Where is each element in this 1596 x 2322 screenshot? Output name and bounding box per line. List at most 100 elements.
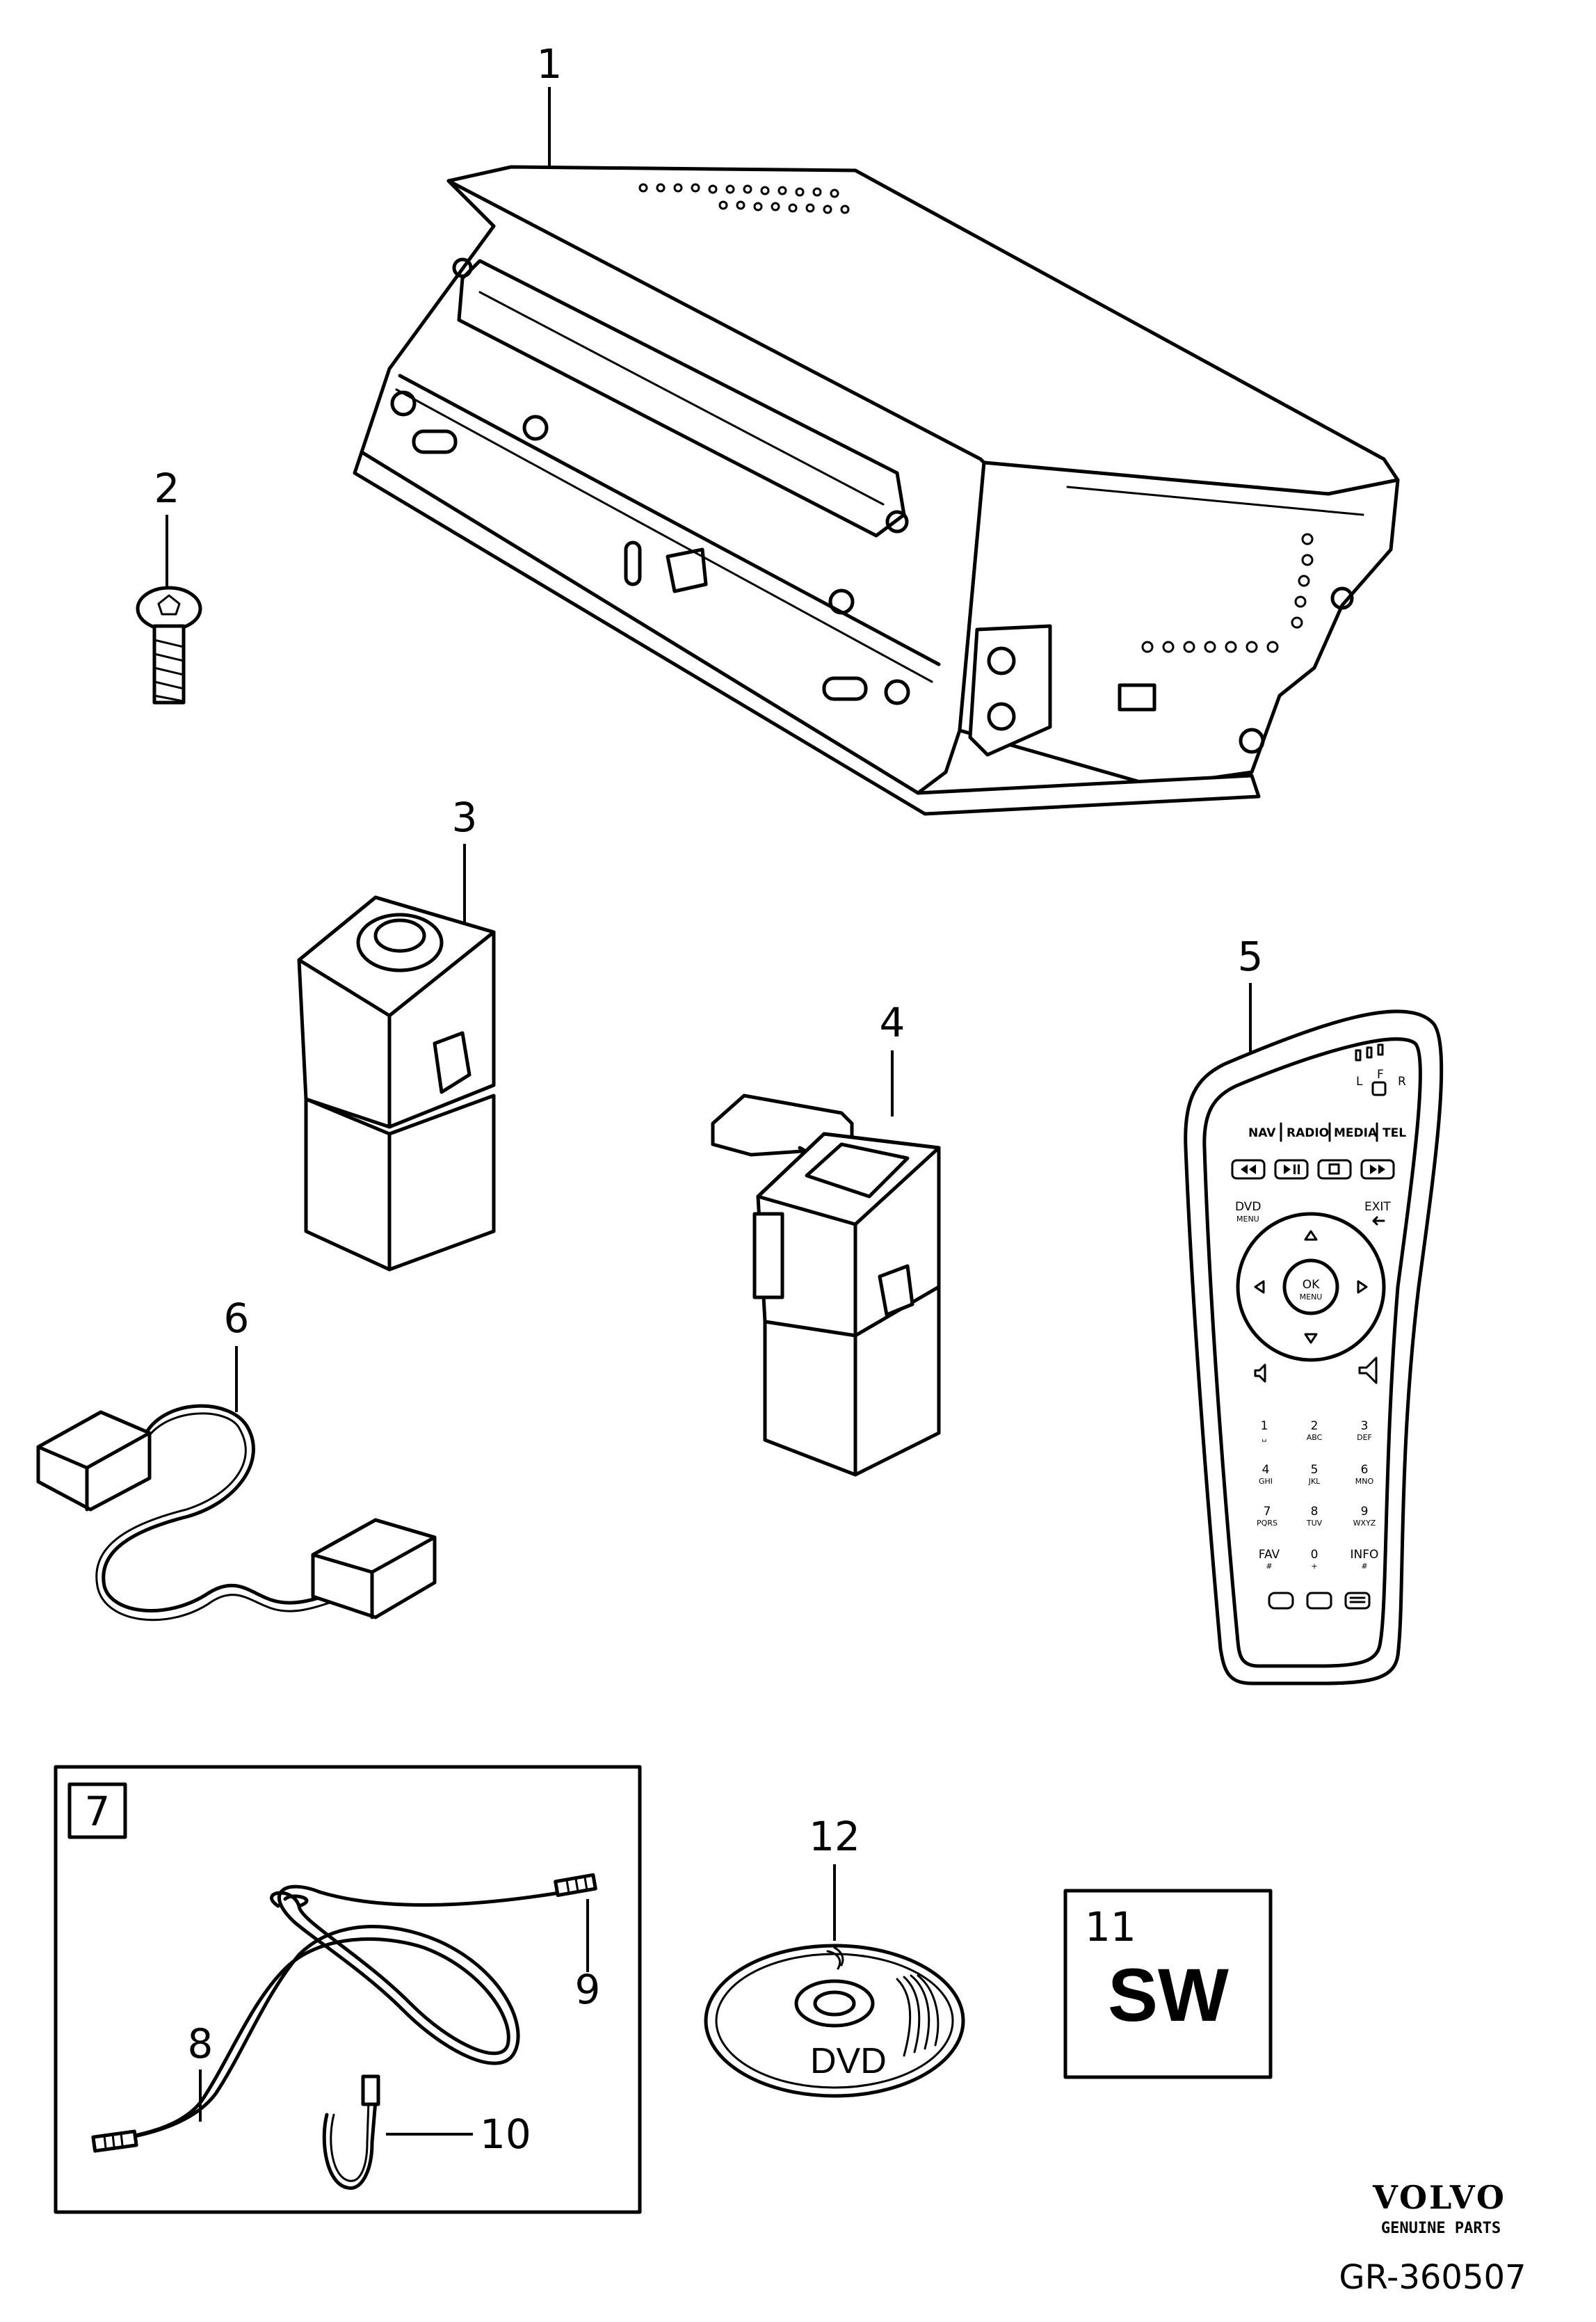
svg-text:MNO: MNO [1355, 1477, 1374, 1486]
disc-hole [813, 1990, 856, 2017]
key-9[interactable]: 9 [1361, 1505, 1369, 1519]
bracket [666, 547, 708, 593]
volume-down-icon[interactable] [1254, 1363, 1266, 1383]
svg-text:GHI: GHI [1259, 1477, 1273, 1486]
screw-thread [153, 639, 185, 703]
slot-hole [624, 541, 642, 586]
callout-10: 10 [480, 2111, 531, 2158]
remote-transport-row [1231, 1159, 1395, 1180]
callout-3: 3 [452, 794, 478, 841]
callout-5: 5 [1238, 933, 1264, 980]
key-5[interactable]: 5 [1311, 1463, 1319, 1477]
callout-7: 7 [85, 1788, 111, 1835]
svg-text:␣: ␣ [1262, 1433, 1267, 1442]
svg-text:DEF: DEF [1357, 1433, 1372, 1442]
callout-11: 11 [1085, 1903, 1136, 1951]
arrow-down-icon[interactable] [1304, 1333, 1318, 1344]
media-button[interactable]: MEDIA [1334, 1126, 1378, 1140]
module-3-socket [356, 913, 444, 972]
svg-text:TUV: TUV [1306, 1519, 1323, 1528]
mount-hole [884, 679, 910, 705]
module-4-opening [805, 1142, 910, 1199]
svg-text:PQRS: PQRS [1257, 1519, 1277, 1528]
antenna-cable [95, 1884, 586, 2145]
stop-button[interactable] [1317, 1159, 1352, 1180]
radio-button[interactable]: RADIO [1287, 1126, 1329, 1140]
next-icon [1370, 1164, 1385, 1174]
module-4-latch [878, 1264, 914, 1317]
software-box [1063, 1889, 1273, 2079]
list-button[interactable] [1344, 1592, 1371, 1610]
remote-zone-button[interactable] [1371, 1081, 1387, 1096]
slot-hole [822, 676, 868, 701]
next-button[interactable] [1360, 1159, 1395, 1180]
key-4[interactable]: 4 [1262, 1463, 1270, 1477]
callout-1: 1 [537, 40, 563, 88]
key-0[interactable]: 0 [1311, 1548, 1319, 1562]
callout-6: 6 [224, 1295, 250, 1342]
mount-hole [885, 510, 909, 534]
ok-button[interactable] [1282, 1258, 1339, 1315]
slot-hole [412, 429, 458, 454]
part-2-screw: 2 [136, 465, 202, 705]
part-12-dvd-disc: 12 DVD [704, 1813, 965, 2098]
callout-12: 12 [809, 1813, 860, 1860]
remote-keypad: 1 ␣ 2 ABC 3 DEF 4 GHI 5 JKL 6 MNO 7 PQRS… [1257, 1419, 1378, 1571]
cable-6-wire [102, 1404, 336, 1612]
voice-button[interactable] [1268, 1592, 1294, 1610]
part-5-remote-control: 5 L F R NAV RADIO MEDIA TEL [1184, 933, 1444, 1686]
key-info[interactable]: INFO [1351, 1548, 1379, 1562]
svg-text:ABC: ABC [1307, 1433, 1323, 1442]
small-cable-10 [322, 2099, 378, 2190]
key-7[interactable]: 7 [1264, 1505, 1271, 1519]
key-1[interactable]: 1 [1261, 1419, 1268, 1433]
part-4-module: 4 [711, 999, 941, 1477]
part-7-kit-frame: 7 8 9 10 [54, 1765, 642, 2214]
part-6-cable: 6 [36, 1295, 437, 1622]
key-fav[interactable]: FAV [1259, 1548, 1280, 1562]
back-arrow-icon [1372, 1216, 1385, 1226]
mount-hole [828, 588, 855, 615]
antenna-plug-right [554, 1873, 597, 1898]
remote-letter-r: R [1398, 1075, 1406, 1089]
mount-hole [522, 415, 549, 441]
volume-up-icon[interactable] [1358, 1356, 1378, 1384]
arrow-right-icon[interactable] [1357, 1280, 1368, 1294]
dvd-menu-button[interactable]: DVD [1235, 1200, 1262, 1214]
key-2[interactable]: 2 [1311, 1419, 1319, 1433]
tel-button[interactable]: TEL [1383, 1126, 1406, 1140]
mount-hole [1330, 586, 1354, 610]
arrow-left-icon[interactable] [1254, 1280, 1265, 1294]
key-3[interactable]: 3 [1361, 1419, 1369, 1433]
genuine-parts-label: GENUINE PARTS [1381, 2220, 1501, 2237]
prev-button[interactable] [1231, 1159, 1266, 1180]
screen-button[interactable] [1306, 1592, 1332, 1610]
svg-text:+: + [1311, 1562, 1317, 1571]
ok-label: OK [1303, 1278, 1320, 1292]
play-pause-button[interactable] [1274, 1159, 1309, 1180]
small-cable-10-plug [361, 2074, 380, 2106]
svg-text:JKL: JKL [1308, 1477, 1321, 1486]
nav-ring[interactable] [1236, 1212, 1386, 1362]
top-vent-holes [638, 183, 850, 214]
key-8[interactable]: 8 [1311, 1505, 1319, 1519]
arrow-up-icon[interactable] [1304, 1230, 1318, 1241]
front-panel-seam [398, 374, 941, 666]
nav-button[interactable]: NAV [1248, 1126, 1276, 1140]
part-1-head-unit: 1 [353, 40, 1400, 816]
kit-frame [54, 1765, 642, 2214]
disc-label: DVD [810, 2041, 887, 2081]
module-4-clip [752, 1212, 784, 1299]
volvo-logo: VOLVO [1372, 2179, 1506, 2216]
callout-9: 9 [575, 1966, 601, 2013]
key-6[interactable]: 6 [1361, 1463, 1369, 1477]
disc-hub [794, 1979, 875, 2028]
module-3-top [297, 895, 496, 1018]
part-3-module: 3 [297, 794, 496, 1272]
mount-hole [390, 390, 417, 417]
exit-button[interactable]: EXIT [1364, 1200, 1391, 1214]
antenna-plug-left [91, 2129, 138, 2153]
part-11-software: 11 SW [1063, 1889, 1273, 2079]
callout-4: 4 [880, 999, 905, 1046]
